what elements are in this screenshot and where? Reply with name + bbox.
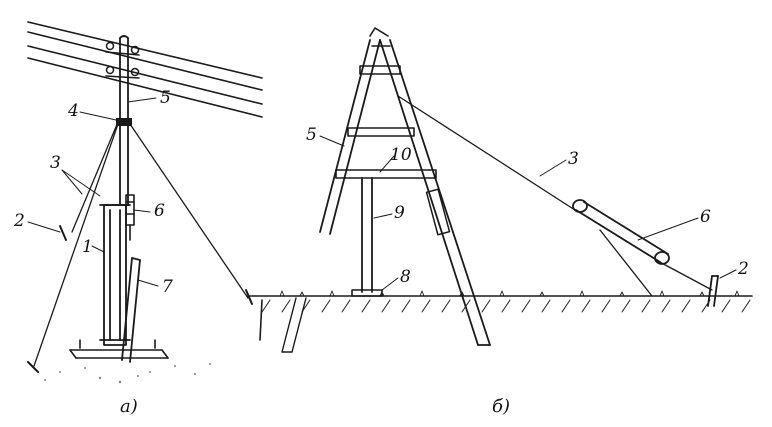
a-frame-head: [369, 27, 391, 47]
label-b-2: 2: [737, 259, 749, 279]
grass-b: [279, 290, 740, 297]
label-a-7: 7: [162, 277, 173, 297]
label-a-5: 5: [160, 88, 171, 108]
anchor-stake-b: [707, 275, 719, 307]
a-frame-crossbars: [335, 65, 437, 179]
leader-lines-b: [319, 135, 737, 291]
a-frame-legs: [319, 39, 491, 346]
jack-a: [99, 204, 131, 346]
anchor-stakes-a: [27, 225, 253, 373]
label-a-4: 4: [67, 101, 79, 121]
guy-ropes-a: [33, 121, 249, 367]
insulators: [105, 41, 140, 79]
panel-a: [27, 21, 263, 384]
winch-a: [125, 194, 135, 241]
base-plate-b: [351, 289, 383, 297]
panel-b: [247, 27, 753, 353]
label-a-6: 6: [154, 201, 165, 221]
tensioner-b: [572, 199, 670, 265]
caption-b: б): [492, 396, 510, 417]
overhead-wires: [27, 21, 263, 118]
caption-a: а): [120, 396, 138, 417]
label-a-2: 2: [13, 211, 25, 231]
ground-texture-a: [44, 363, 211, 384]
lever-a: [121, 257, 141, 363]
ground-b: [247, 295, 753, 341]
ground-hatching-b: [261, 299, 751, 313]
guy-rope-b: [397, 95, 713, 297]
clamp-a: [116, 118, 132, 126]
post-b: [361, 177, 373, 293]
label-b-3: 3: [568, 149, 579, 169]
label-b-6: 6: [700, 207, 711, 227]
label-b-8: 8: [400, 267, 411, 287]
leader-lines-a: [27, 97, 159, 287]
pit-b: [281, 297, 307, 353]
tackle-block-b: [425, 188, 451, 236]
label-a-1: 1: [82, 237, 93, 257]
label-b-9: 9: [394, 203, 405, 223]
label-b-5: 5: [306, 125, 317, 145]
base-frame-a: [69, 339, 169, 359]
label-a-3: 3: [50, 153, 61, 173]
label-b-10: 10: [390, 145, 412, 165]
